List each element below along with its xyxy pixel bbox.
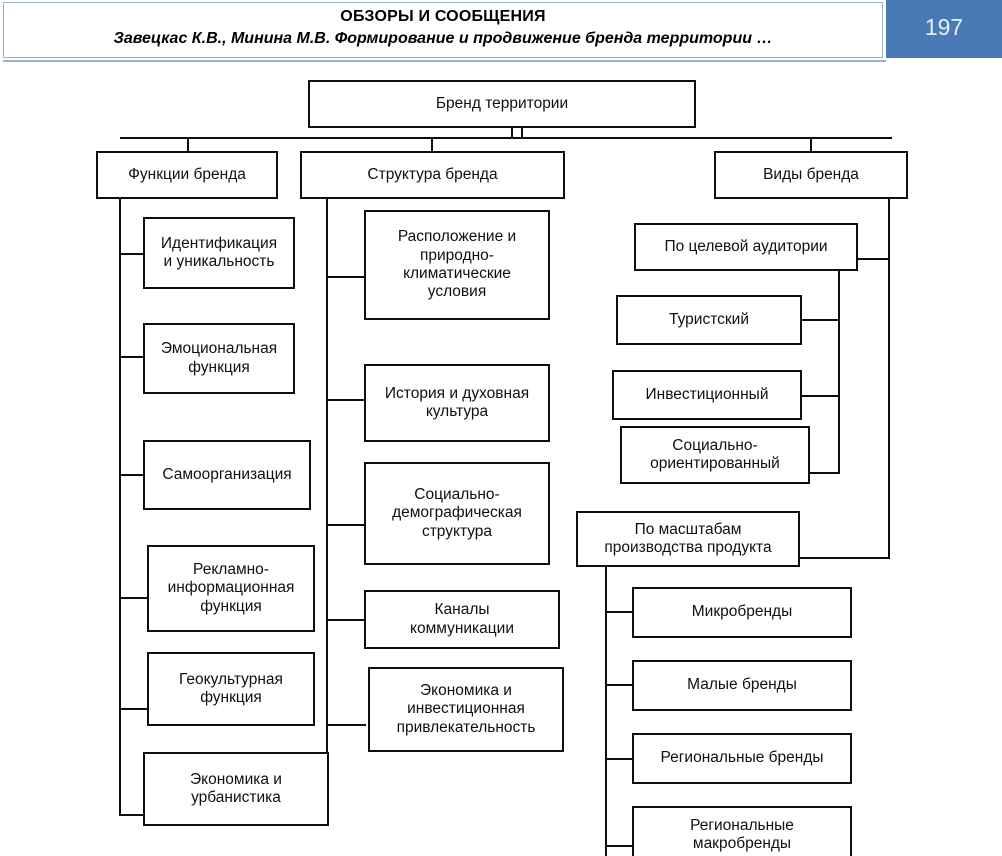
node-geocultural-function: Геокультурная функция: [147, 652, 315, 726]
node-location-natural-climatic-conditions: Расположение и природно- климатические у…: [364, 210, 550, 320]
node-label: По целевой аудитории: [664, 237, 828, 255]
connector-structure-elbow-3: [326, 524, 366, 526]
node-label: Социально- демографическая структура: [392, 486, 522, 540]
node-regional-brands: Региональные бренды: [632, 733, 852, 784]
connector-root-stub-right: [521, 128, 523, 138]
node-label: По масштабам производства продукта: [604, 520, 772, 556]
connector-functions-elbow-2: [119, 356, 145, 358]
connector-bus-to-types: [810, 137, 812, 151]
node-tourist-brand: Туристский: [616, 295, 802, 345]
connector-types-to-target-audience: [856, 258, 890, 260]
node-label: Геокультурная функция: [179, 670, 283, 706]
connector-production-scale-trunk: [605, 567, 607, 856]
header-section-title: ОБЗОРЫ И СООБЩЕНИЯ: [340, 8, 546, 25]
connector-root-stub-left: [511, 128, 513, 138]
header-article-citation: Завецкас К.В., Минина М.В. Формирование …: [113, 30, 773, 47]
node-socially-oriented-brand: Социально- ориентированный: [620, 426, 810, 484]
node-economics-urbanistics: Экономика и урбанистика: [143, 752, 329, 826]
connector-target-audience-trunk: [838, 271, 840, 474]
connector-functions-elbow-1: [119, 253, 145, 255]
node-socio-demographic-structure: Социально- демографическая структура: [364, 462, 550, 565]
node-history-spiritual-culture: История и духовная культура: [364, 364, 550, 442]
node-label: Идентификация и уникальность: [160, 234, 278, 270]
node-regional-macrobrands: Региональные макробренды: [632, 806, 852, 856]
node-emotional-function: Эмоциональная функция: [143, 323, 295, 394]
node-microbrands: Микробренды: [632, 587, 852, 638]
header-title-box: ОБЗОРЫ И СООБЩЕНИЯ Завецкас К.В., Минина…: [3, 2, 883, 58]
node-self-organization: Самоорганизация: [143, 440, 311, 510]
connector-target-audience-elbow-3: [802, 472, 840, 474]
connector-production-scale-elbow-2: [605, 684, 633, 686]
node-label: Региональные макробренды: [690, 816, 794, 852]
node-label: Туристский: [669, 310, 749, 328]
node-label: Эмоциональная функция: [160, 340, 278, 376]
page-number-badge: 197: [886, 0, 1002, 58]
node-label: Расположение и природно- климатические у…: [397, 228, 517, 301]
header-divider-rule: [3, 60, 886, 62]
node-small-brands: Малые бренды: [632, 660, 852, 711]
connector-production-scale-elbow-3: [605, 758, 633, 760]
node-by-production-scale: По масштабам производства продукта: [576, 511, 800, 567]
connector-bus-to-structure: [431, 137, 433, 151]
node-types-brand: Виды бренда: [714, 151, 908, 199]
node-identification-uniqueness: Идентификация и уникальность: [143, 217, 295, 289]
connector-functions-elbow-6: [119, 814, 149, 816]
node-advertising-information-function: Рекламно- информационная функция: [147, 545, 315, 632]
connector-structure-elbow-5: [326, 724, 366, 726]
node-functions-brand: Функции бренда: [96, 151, 278, 199]
connector-structure-elbow-4: [326, 619, 366, 621]
connector-main-bus: [120, 137, 892, 139]
connector-production-scale-elbow-4: [605, 845, 633, 847]
node-label: Инвестиционный: [645, 385, 769, 403]
connector-functions-trunk: [119, 199, 121, 816]
connector-target-audience-elbow-1: [802, 319, 840, 321]
node-communication-channels: Каналы коммуникации: [364, 590, 560, 649]
brand-territory-org-chart: Бренд территории Функции бренда Структур…: [0, 62, 1002, 856]
connector-target-audience-elbow-2: [802, 395, 840, 397]
node-label: Самоорганизация: [162, 465, 292, 483]
node-label: Рекламно- информационная функция: [167, 561, 295, 615]
node-label: Каналы коммуникации: [410, 601, 514, 637]
node-label: Малые бренды: [687, 676, 797, 694]
node-label: Микробренды: [691, 603, 793, 621]
connector-functions-elbow-5: [119, 708, 149, 710]
node-economy-investment-attractiveness: Экономика и инвестиционная привлекательн…: [368, 667, 564, 752]
node-structure-brand: Структура бренда: [300, 151, 565, 199]
node-label: Экономика и инвестиционная привлекательн…: [396, 682, 536, 736]
connector-types-trunk: [888, 199, 890, 559]
node-label: История и духовная культура: [384, 384, 530, 420]
node-by-target-audience: По целевой аудитории: [634, 223, 858, 271]
node-root-brand-territory: Бренд территории: [308, 80, 696, 128]
connector-functions-elbow-3: [119, 474, 145, 476]
connector-functions-elbow-4: [119, 597, 149, 599]
node-investment-brand: Инвестиционный: [612, 370, 802, 420]
node-label: Экономика и урбанистика: [190, 770, 282, 806]
connector-structure-elbow-2: [326, 399, 366, 401]
running-header: ОБЗОРЫ И СООБЩЕНИЯ Завецкас К.В., Минина…: [0, 0, 1002, 62]
page-number-text: 197: [924, 14, 964, 40]
connector-structure-elbow-1: [326, 276, 366, 278]
connector-production-scale-elbow-1: [605, 611, 633, 613]
node-label: Социально- ориентированный: [650, 436, 780, 472]
connector-structure-trunk: [326, 199, 328, 756]
node-label: Региональные бренды: [660, 749, 824, 767]
connector-bus-to-functions: [187, 137, 189, 151]
connector-types-to-production-scale: [798, 557, 890, 559]
